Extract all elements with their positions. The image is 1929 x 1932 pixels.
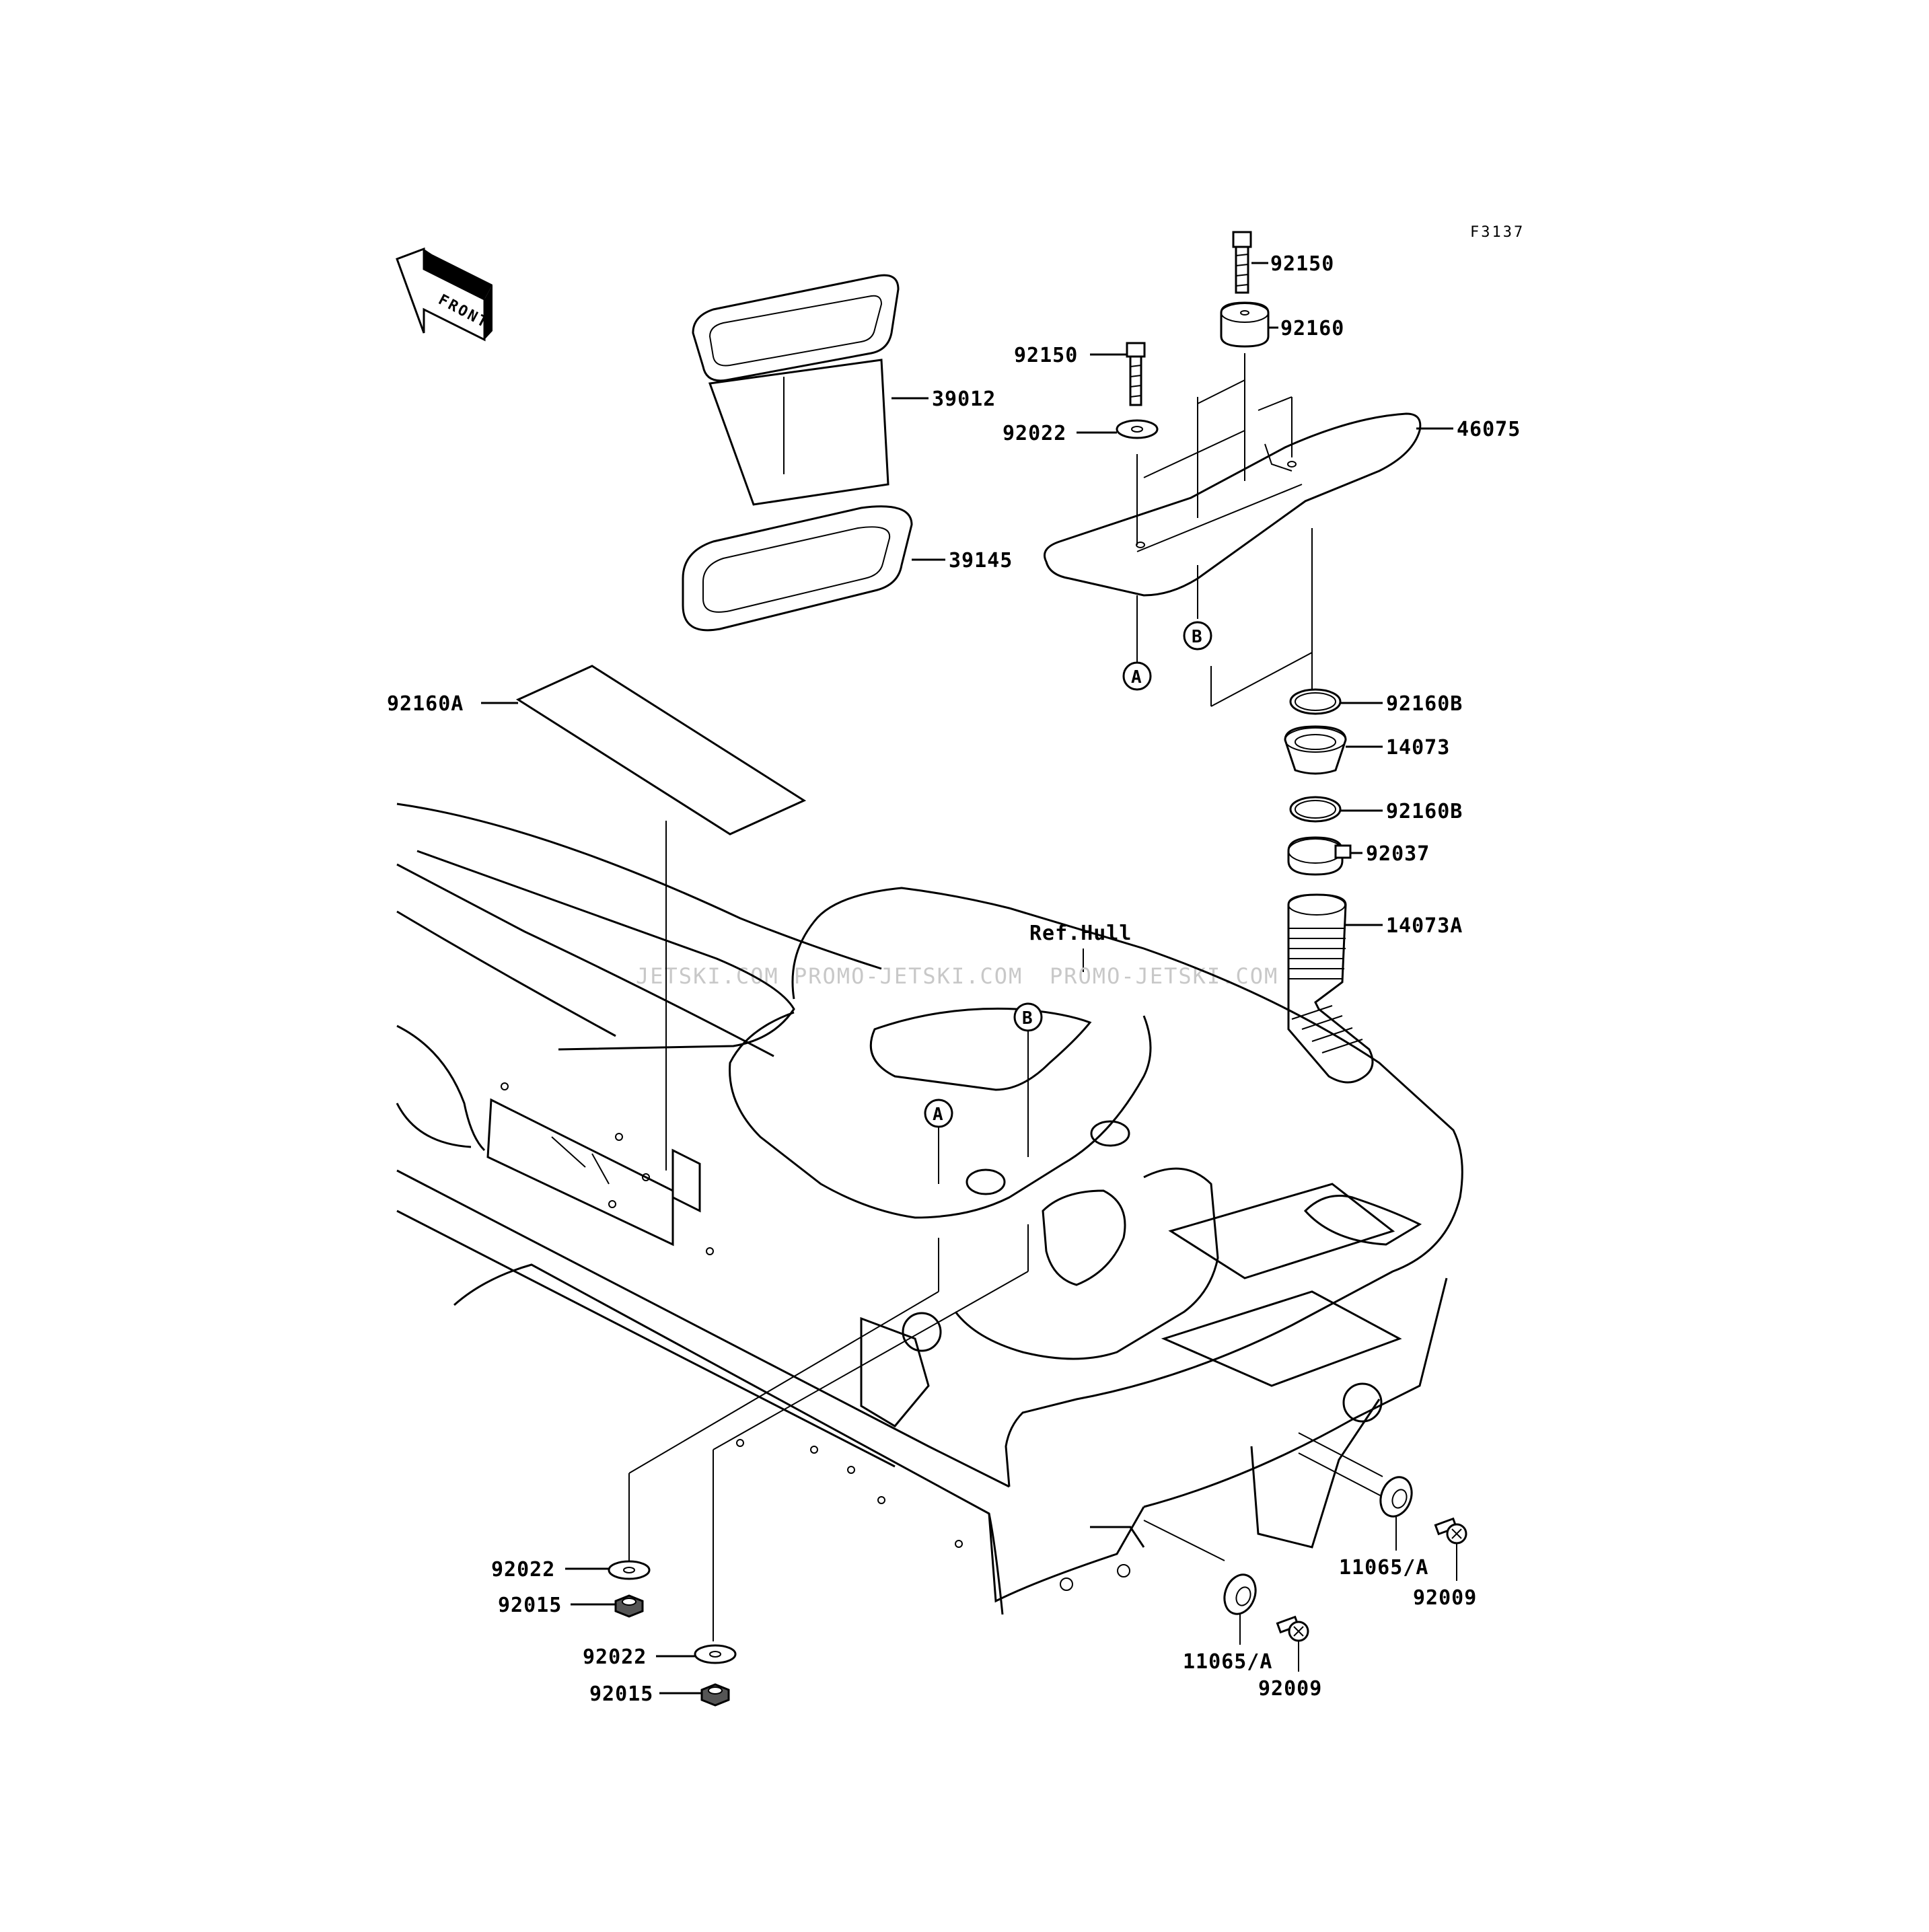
part-label-92022: 92022 [583, 1645, 647, 1669]
o-ring-icon [1289, 796, 1342, 823]
reference-marker-a: A [924, 1099, 953, 1128]
part-label-92009: 92009 [1413, 1586, 1477, 1610]
reference-marker-a: A [1122, 661, 1152, 691]
nut-icon [700, 1683, 730, 1707]
figure-code: F3137 [1470, 224, 1525, 241]
o-ring-icon [1289, 688, 1342, 715]
mat-drawing [515, 665, 807, 835]
reference-marker-b: B [1183, 621, 1212, 651]
watermark: PROMO-JETSKI.COM [1050, 963, 1278, 989]
hose-clamp-icon [1287, 836, 1352, 876]
svg-text:A: A [1131, 667, 1142, 688]
watermark: JETSKI.COM [636, 963, 779, 989]
storage-bucket-drawing [692, 274, 900, 506]
reference-marker-b: B [1013, 1002, 1043, 1032]
part-label-92150: 92150 [1014, 344, 1078, 367]
watermark: PROMO-JETSKI.COM [794, 963, 1023, 989]
part-label-92160A: 92160A [387, 692, 464, 716]
gasket-drawing [682, 505, 913, 632]
part-label-92022: 92022 [1003, 422, 1066, 445]
part-label-11065A: 11065/A [1339, 1556, 1428, 1580]
svg-text:A: A [933, 1105, 943, 1125]
grab-handle-drawing [1044, 412, 1422, 597]
vent-fitting-icon [1284, 725, 1347, 775]
part-label-92037: 92037 [1366, 842, 1430, 866]
washer-icon [608, 1560, 651, 1580]
front-arrow-icon: FRONT [396, 247, 493, 342]
part-label-14073: 14073 [1386, 736, 1450, 759]
svg-text:B: B [1022, 1008, 1033, 1029]
part-label-92022: 92022 [491, 1558, 555, 1582]
part-label-14073A: 14073A [1386, 914, 1463, 938]
bolt-icon [1232, 231, 1252, 294]
part-label-92015: 92015 [589, 1682, 653, 1706]
part-label-39145: 39145 [949, 549, 1013, 572]
plug-icon [1379, 1476, 1413, 1518]
hull-drawing [396, 803, 1463, 1615]
nut-icon [614, 1594, 644, 1618]
screw-icon [1276, 1615, 1309, 1642]
part-label-39012: 39012 [932, 387, 996, 411]
part-label-92160B: 92160B [1386, 692, 1463, 716]
part-label-46075: 46075 [1457, 418, 1521, 441]
vent-hose-icon [1287, 893, 1374, 1084]
part-label-92160: 92160 [1280, 317, 1344, 340]
ref-hull-label: Ref.Hull [1029, 922, 1132, 945]
part-label-92009: 92009 [1258, 1677, 1322, 1701]
svg-text:B: B [1192, 627, 1202, 647]
washer-icon [694, 1644, 737, 1664]
screw-icon [1434, 1517, 1467, 1545]
part-label-92015: 92015 [498, 1594, 562, 1617]
plug-icon [1223, 1573, 1257, 1615]
washer-icon [1116, 419, 1159, 439]
bolt-icon [1126, 342, 1146, 406]
spacer-icon [1220, 301, 1270, 348]
part-label-92150: 92150 [1270, 252, 1334, 276]
part-label-92160B: 92160B [1386, 800, 1463, 823]
part-label-11065A: 11065/A [1183, 1650, 1272, 1674]
